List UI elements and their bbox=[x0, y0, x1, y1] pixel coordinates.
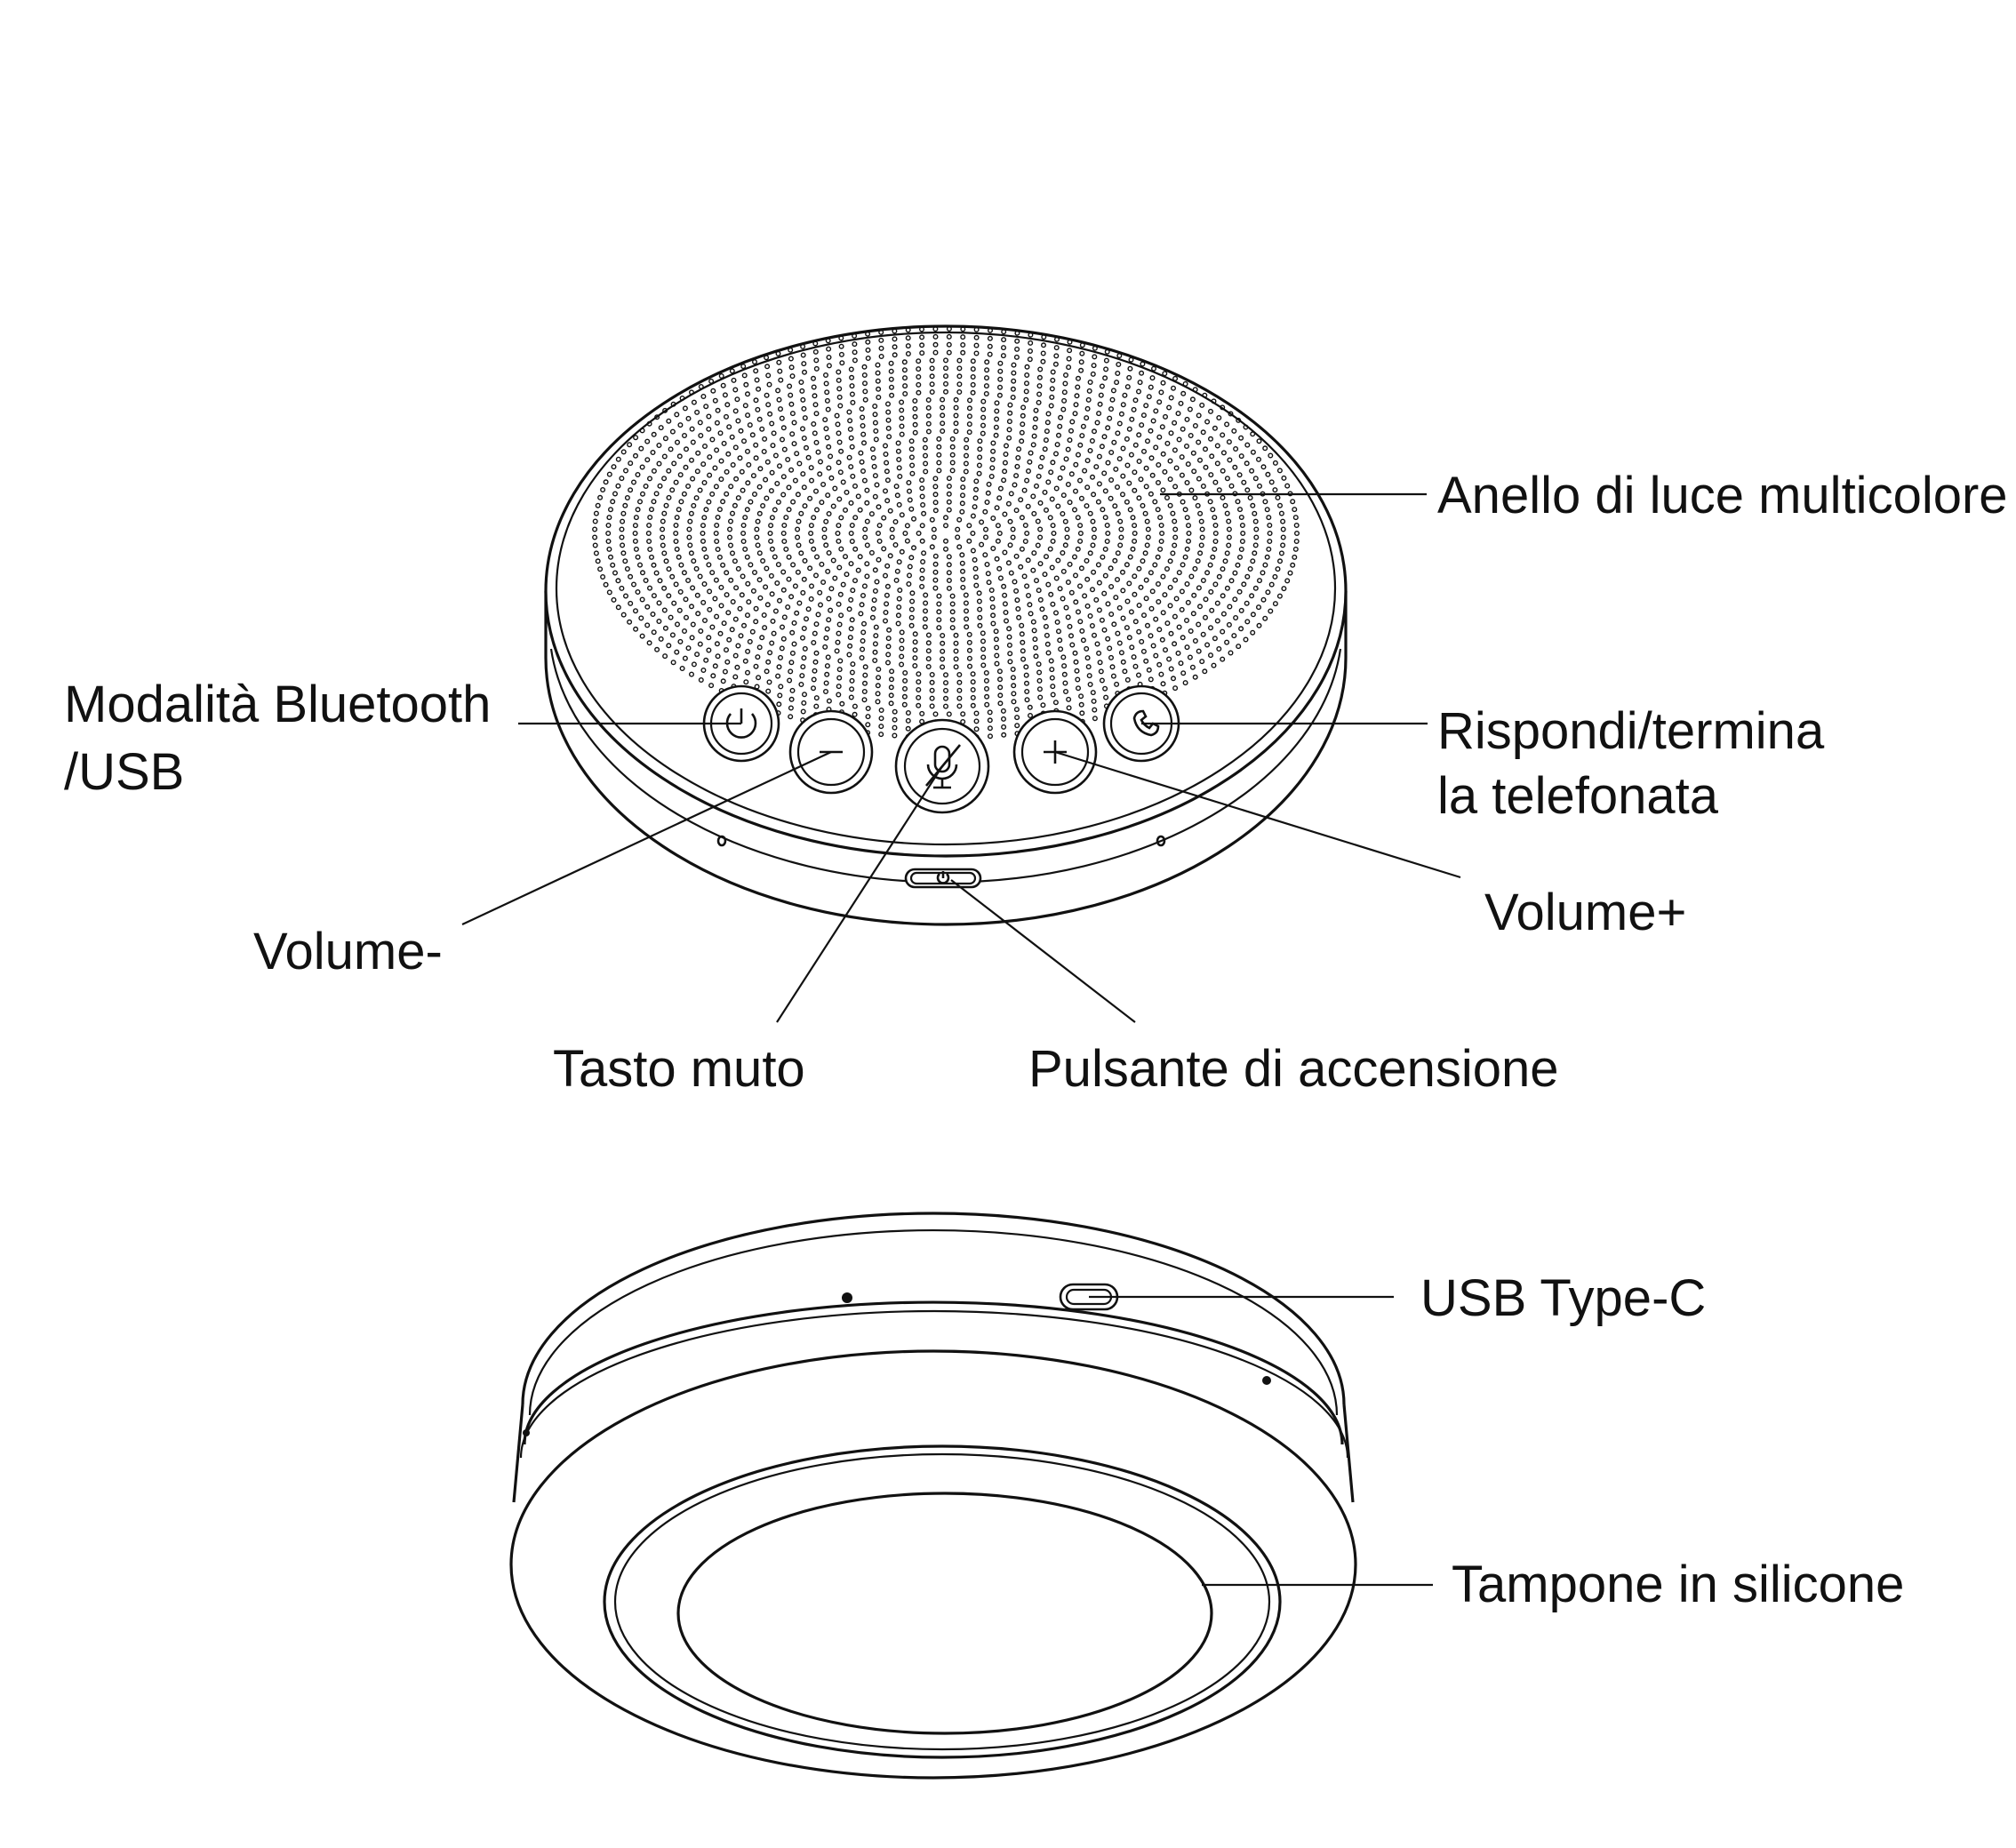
label-power: Pulsante di accensione bbox=[1028, 1040, 1559, 1098]
bottom-hole-3 bbox=[523, 1429, 530, 1436]
label-light-ring: Anello di luce multicolore bbox=[1437, 467, 2008, 524]
silicone-pad-ring bbox=[615, 1454, 1269, 1749]
label-bt-mode-line2: /USB bbox=[64, 743, 184, 801]
label-answer-line1: Rispondi/termina bbox=[1437, 702, 1825, 760]
bottom-side-right bbox=[1344, 1404, 1353, 1502]
label-vol-minus: Volume- bbox=[253, 923, 443, 980]
bottom-seam-inner bbox=[521, 1311, 1348, 1458]
bottom-base bbox=[511, 1351, 1356, 1778]
label-usb-c: USB Type-C bbox=[1420, 1269, 1706, 1327]
silicone-pad-inner bbox=[678, 1493, 1212, 1733]
power-switch[interactable] bbox=[906, 869, 980, 887]
label-vol-plus: Volume+ bbox=[1484, 884, 1686, 941]
bottom-hole-2 bbox=[1262, 1376, 1271, 1385]
speaker-bottom-view bbox=[511, 1213, 1356, 1778]
bottom-body-top-rim bbox=[523, 1213, 1344, 1404]
bottom-body-top-rim-inner bbox=[530, 1230, 1337, 1415]
speaker-top-view bbox=[546, 326, 1346, 929]
bottom-hole-1 bbox=[842, 1292, 852, 1303]
label-bt-mode-line1: Modalità Bluetooth bbox=[64, 676, 491, 733]
label-silicone: Tampone in silicone bbox=[1452, 1556, 1904, 1613]
label-answer-line2: la telefonata bbox=[1437, 767, 1719, 825]
bottom-seam bbox=[524, 1302, 1342, 1444]
label-mute: Tasto muto bbox=[553, 1040, 805, 1098]
